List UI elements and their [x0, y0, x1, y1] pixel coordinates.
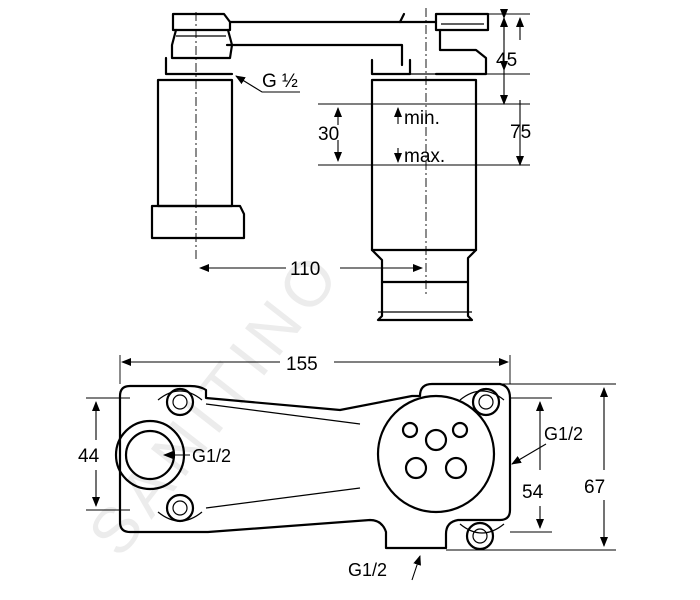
connection-label: G ½	[262, 71, 298, 92]
mount-hole-bottom-left	[165, 493, 195, 523]
mounting-body	[118, 382, 512, 550]
dimension-44: 44	[78, 446, 100, 467]
right-cylinder	[370, 78, 478, 322]
dimension-67: 67	[584, 477, 605, 498]
dimension-54: 54	[522, 482, 544, 503]
dimension-45: 45	[496, 50, 517, 71]
left-cylinder	[150, 78, 246, 240]
bottom-view: 155 44 G1/2 G1/2 54 67 G1/2	[78, 354, 616, 581]
watermark: SANITINO	[74, 236, 356, 569]
mount-hole-bottom-right	[465, 521, 495, 551]
right-valve	[376, 394, 496, 514]
top-handle-bar	[164, 12, 490, 76]
dimension-155: 155	[286, 354, 318, 375]
mount-hole-top-left	[165, 387, 195, 417]
max-label: max.	[404, 146, 445, 167]
top-view: G ½ 45 75 30 min. max. 110	[150, 8, 531, 322]
mount-hole-top-right	[471, 387, 501, 417]
min-label: min.	[404, 108, 440, 129]
inlet-left-label: G1/2	[192, 446, 231, 466]
inlet-bottom-label: G1/2	[348, 560, 387, 580]
inlet-right-label: G1/2	[544, 424, 583, 444]
dimension-30: 30	[318, 124, 339, 145]
dimension-75: 75	[510, 122, 531, 143]
dimension-110: 110	[290, 259, 320, 280]
